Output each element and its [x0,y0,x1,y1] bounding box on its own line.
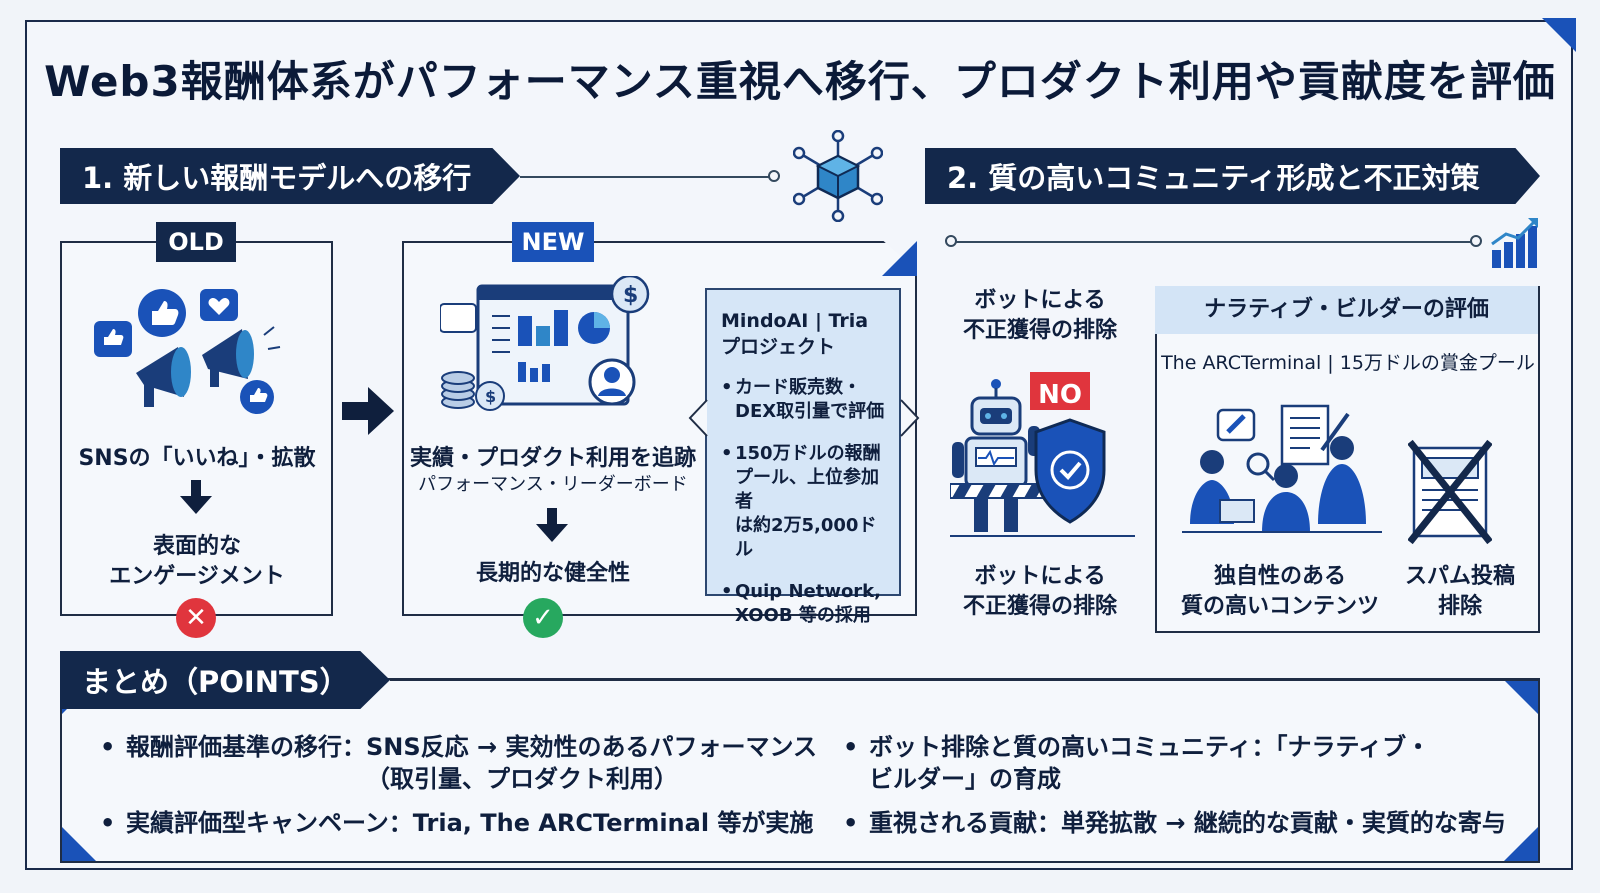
section1-heading: 1. 新しい報酬モデルへの移行 [60,148,520,204]
corner-accent [1542,18,1576,52]
new-tag: NEW [512,222,594,262]
spam-exclusion-label: スパム投稿 排除 [1404,564,1515,619]
social-media-icon [94,289,281,414]
down-arrow-icon [536,508,568,542]
timeline-dot [945,235,957,247]
down-arrow-icon [180,480,212,514]
spam-blocked-icon [1408,439,1492,545]
creators-collaboration-icon [1182,404,1382,533]
narrative-subheading: The ARCTerminal | 15万ドルの賞金プール [1161,352,1535,374]
timeline-dot [1470,235,1482,247]
old-model-box [60,241,333,616]
connector-line [520,176,772,178]
narrative-heading: ナラティブ・ビルダーの評価 [1155,286,1538,334]
callout-heading: MindoAI | Tria プロジェクト [721,310,869,358]
corner-accent [1504,680,1538,714]
old-result: 表面的な エンゲージメント [109,534,285,589]
no-badge: NO [1038,380,1082,410]
corner-fold [882,241,917,276]
check-icon: ✓ [523,598,563,638]
robot-shield-icon [950,372,1135,537]
quality-content-label: 独自性のある 質の高いコンテンツ [1180,564,1379,619]
svg-text:$: $ [485,387,496,406]
old-tag: OLD [156,222,236,262]
growth-chart-icon [1491,218,1538,268]
timeline-line [952,241,1474,243]
summary-point: 重視される貢献：単発拡散 → 継続的な貢献・実質的な寄与 [843,807,1523,839]
callout-item: 150万ドルの報酬 プール、上位参加者 は約2万5,000ドル [721,442,885,562]
callout-pointer-right [900,399,920,437]
blockchain-cube-icon [793,130,883,222]
callout-item: Quip Network, XOOB 等の採用 [721,580,885,628]
summary-heading: まとめ（POINTS） [60,651,390,709]
cross-icon: ✕ [176,598,216,638]
old-label: SNSの「いいね」・拡散 [78,446,316,471]
summary-point: ボット排除と質の高いコミュニティ：「ナラティブ・ ビルダー」の育成 [843,731,1523,795]
corner-accent [62,827,96,861]
svg-text:$: $ [623,283,638,308]
new-result: 長期的な健全性 [475,561,630,586]
bot-exclusion-bottom: ボットによる 不正獲得の排除 [962,564,1117,619]
summary-point: 報酬評価基準の移行：SNS反応 → 実効性のあるパフォーマンス （取引量、プロダ… [100,731,820,795]
bot-exclusion-top: ボットによる 不正獲得の排除 [962,288,1117,343]
mindoai-tria-callout: MindoAI | Tria プロジェクト カード販売数・ DEX取引量で評価 … [705,288,901,626]
right-arrow-icon [342,387,394,435]
summary-point: 実績評価型キャンペーン：Tria, The ARCTerminal 等が実施 [100,807,820,839]
callout-pointer-left [688,399,708,437]
new-label: 実績・プロダクト利用を追跡 [409,446,696,471]
section2-heading: 2. 質の高いコミュニティ形成と不正対策 [925,148,1540,204]
connector-dot [768,170,780,182]
page-title: Web3報酬体系がパフォーマンス重視へ移行、プロダクト利用や貢献度を評価 [44,57,1556,106]
new-sublabel: パフォーマンス・リーダーボード [418,474,688,495]
analytics-dashboard-icon: $ $ [440,276,650,411]
summary-top-rule [390,679,1540,681]
callout-item: カード販売数・ DEX取引量で評価 [721,376,885,424]
